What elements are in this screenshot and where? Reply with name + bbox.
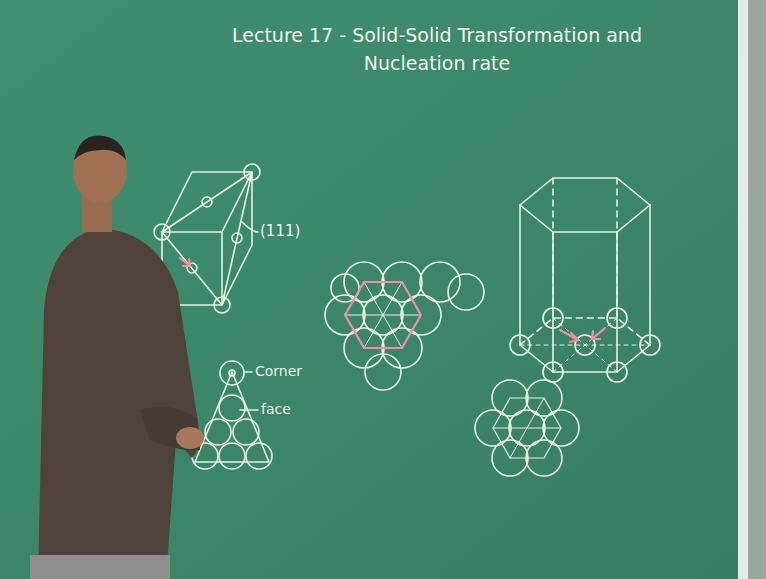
label-wrap: face [261,401,291,417]
atom-circle [246,443,272,469]
hexagon-outline [493,398,561,458]
atom-circle [202,197,212,207]
atom-dot [229,370,235,376]
atom-circle [219,395,245,421]
atom-circle [219,443,245,469]
cube-edges [162,172,252,305]
chalkboard [0,0,738,579]
pink-arrow [560,330,578,342]
lecturer-hand [176,427,204,449]
plane-111 [162,172,252,305]
atom-circle [607,308,627,328]
lecturer-trousers [30,555,170,579]
atom-circle [510,335,530,355]
atom-circle [205,419,231,445]
wall [748,0,766,579]
chalk-drawing [154,164,660,476]
atom-circle [154,224,170,240]
prism-base [520,345,650,372]
atom-circle [244,164,260,180]
pink-chalk [180,258,605,348]
atom-circle [640,335,660,355]
lattice-lines [493,398,561,458]
atom-circle [365,354,401,390]
atom-circle [233,419,259,445]
prism-base-diagonals [520,318,650,372]
atom-circle [420,262,460,302]
atom-circle [232,233,242,243]
corner-atom [220,361,244,385]
leader-line [240,409,258,411]
annotation-label: Corner [255,363,302,379]
atom-circle [214,297,230,313]
lecturer-hair [74,136,126,161]
atom-circle [607,362,627,382]
leader-line [245,371,252,373]
pink-arrow [592,328,605,339]
lecturer-body [38,228,199,579]
prism-top [520,178,650,232]
leader-line [242,222,258,232]
atom-circle [543,362,563,382]
annotation-label: (111) [260,222,300,240]
label-wrap: (111) [260,222,300,240]
annotation-label: face [261,401,291,417]
pink-arrow [180,258,190,266]
prism-edges [520,205,650,372]
prism-hidden-edges [520,178,650,345]
atom-circle [543,308,563,328]
label-wrap: Corner [255,363,302,379]
atom-circle [448,274,484,310]
lattice-lines [345,282,421,348]
title-wrap: Lecture 17 - Solid-Solid Transformation … [232,22,642,77]
lecturer [30,136,204,579]
board-frame [738,0,748,579]
lecture-title: Lecture 17 - Solid-Solid Transformation … [232,22,642,77]
pink-hexagon [345,282,421,348]
